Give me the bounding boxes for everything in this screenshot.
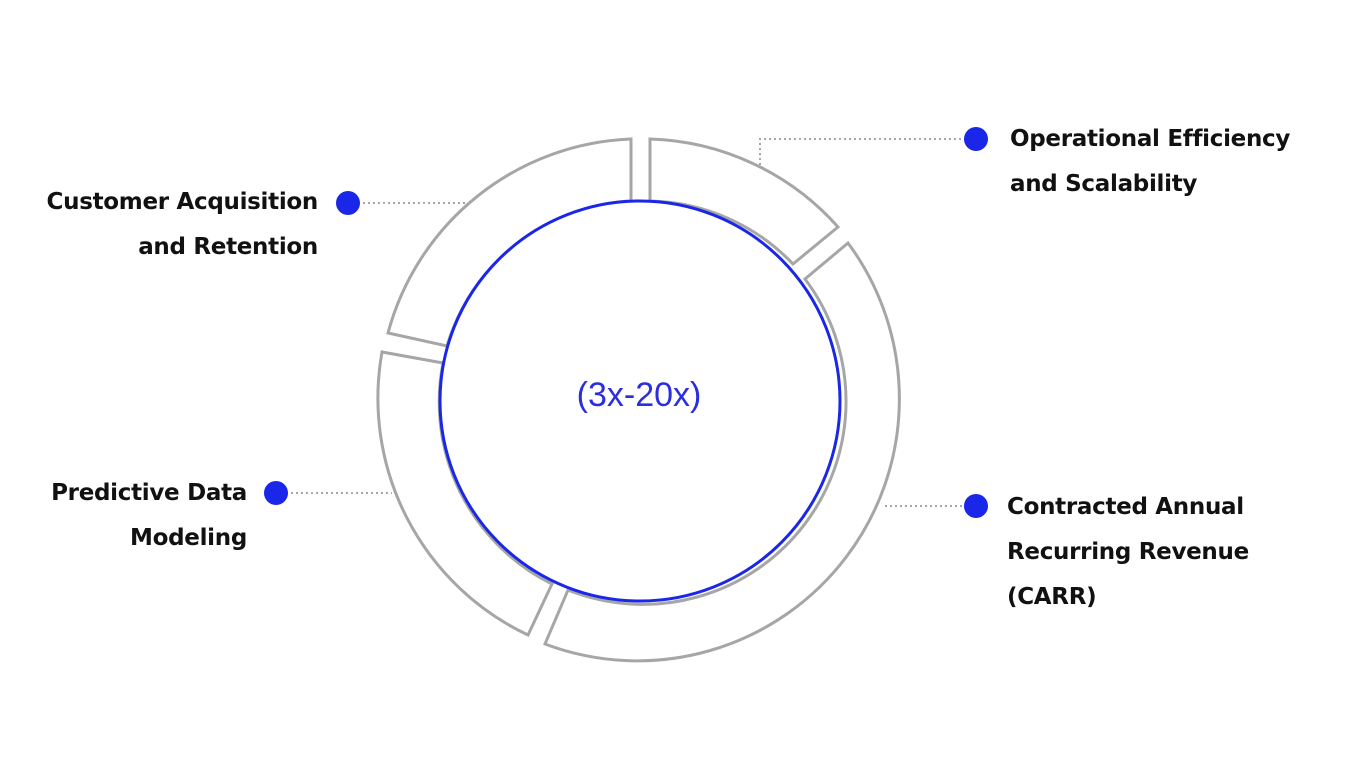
center-circle [438, 199, 842, 603]
bullet-customer-acquisition [336, 191, 360, 215]
label-carr: Contracted Annual Recurring Revenue (CAR… [1007, 485, 1337, 620]
label-line: Recurring Revenue [1007, 539, 1249, 565]
label-line: (CARR) [1007, 584, 1097, 610]
label-customer-acquisition: Customer Acquisition and Retention [18, 180, 319, 270]
ring-segment-carr [543, 240, 901, 663]
bullet-predictive-data [264, 481, 288, 505]
label-line: Operational Efficiency [1010, 126, 1291, 152]
label-line: and Retention [138, 234, 318, 260]
center-value: (3x-20x) [576, 376, 702, 414]
label-operational-efficiency: Operational Efficiency and Scalability [1010, 117, 1340, 207]
label-line: Predictive Data [51, 480, 247, 506]
bullet-operational-efficiency [964, 127, 988, 151]
label-predictive-data: Predictive Data Modeling [18, 471, 247, 561]
ring-segment-predictive-data [376, 350, 554, 637]
bullet-carr [964, 494, 988, 518]
label-line: Customer Acquisition [46, 189, 319, 215]
label-line: and Scalability [1010, 171, 1198, 197]
label-line: Contracted Annual [1007, 494, 1244, 520]
ring-segment-operational-efficiency [648, 137, 841, 267]
connector-operational-efficiency [759, 138, 976, 165]
label-line: Modeling [130, 525, 247, 551]
